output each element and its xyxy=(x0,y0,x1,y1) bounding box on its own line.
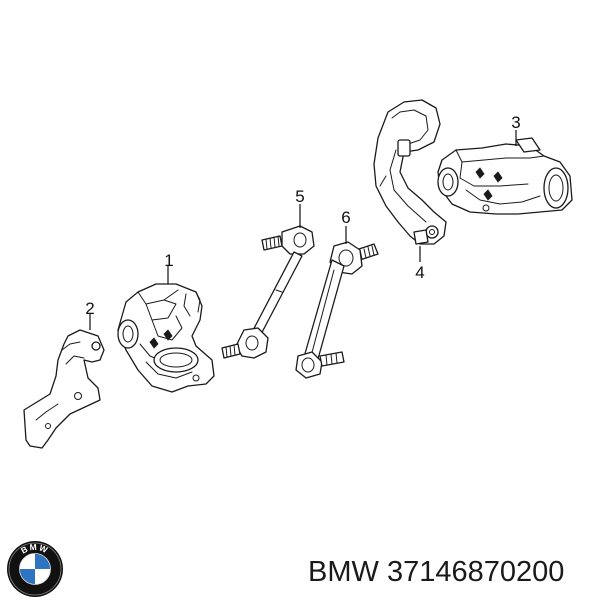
caption-part-number: 37146870200 xyxy=(386,556,565,588)
part-3-sensor xyxy=(437,137,573,215)
leader-lines xyxy=(89,130,517,330)
callout-3: 3 xyxy=(511,113,520,132)
bmw-logo: BMW xyxy=(7,541,63,597)
svg-text:BMW: BMW xyxy=(19,542,50,556)
callout-5: 5 xyxy=(295,187,304,206)
part-6-link-rod xyxy=(295,241,379,379)
callout-1: 1 xyxy=(164,251,173,270)
caption-brand: BMW xyxy=(308,556,379,588)
callout-6: 6 xyxy=(341,208,350,227)
callout-numbers: 1 2 3 4 5 6 xyxy=(85,113,520,318)
bmw-logo-letters: BMW xyxy=(19,542,49,556)
part-5-link-rod xyxy=(221,225,315,359)
callout-4: 4 xyxy=(415,263,424,282)
callout-2: 2 xyxy=(85,299,94,318)
part-caption: BMW 37146870200 xyxy=(308,552,593,592)
part-1-sensor xyxy=(117,283,215,393)
part-2-bracket xyxy=(23,329,105,449)
part-4-bracket xyxy=(373,99,447,245)
